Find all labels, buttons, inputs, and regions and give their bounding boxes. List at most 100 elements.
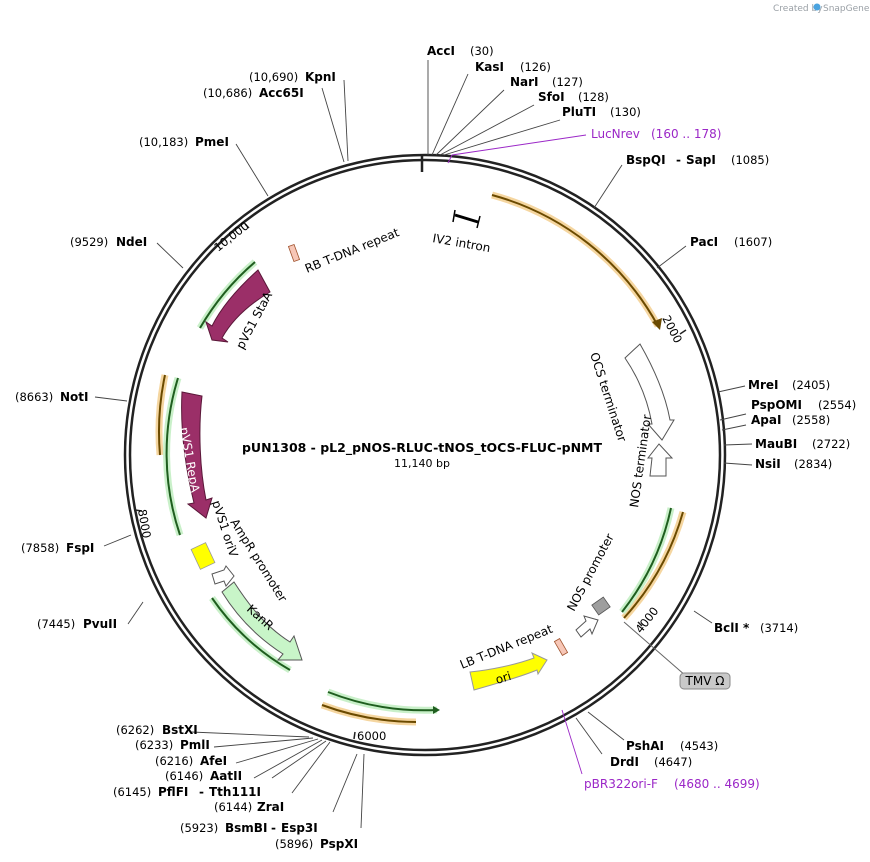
site-labels: AccI (30) KasI (126) NarI (127) SfoI (12… [15, 44, 856, 851]
tick-4000: 4000 [632, 604, 661, 636]
orf-kanr-green [211, 597, 291, 671]
site-zrai-name: ZraI [257, 800, 284, 814]
ocs-terminator-label: OCS terminator [587, 351, 629, 444]
site-bsmbi-sep: - [271, 821, 276, 835]
orf-repa-green [165, 377, 181, 536]
orf-rluc-orange [623, 511, 684, 619]
site-bsmbi-name: BsmBI [225, 821, 267, 835]
site-sfoI-name: SfoI [538, 90, 565, 104]
site-paci-name: PacI [690, 235, 718, 249]
site-bsmbi-pos: (5923) [180, 821, 218, 835]
site-maubi-pos: (2722) [812, 437, 850, 451]
site-fspi-pos: (7858) [21, 541, 59, 555]
site-fspi-name: FspI [66, 541, 94, 555]
site-pflfi-sep: - [199, 785, 204, 799]
site-esp3i-name: Esp3I [281, 821, 318, 835]
site-narI-pos: (127) [552, 75, 583, 89]
site-aatii-name: AatII [210, 769, 242, 783]
site-pmli-name: PmlI [180, 738, 210, 752]
site-tth111i-name: Tth111I [209, 785, 261, 799]
site-kasI-pos: (126) [520, 60, 551, 74]
site-mrei-pos: (2405) [792, 378, 830, 392]
plasmid-size: 11,140 bp [394, 457, 450, 470]
site-sapi-name: SapI [686, 153, 716, 167]
orf-kan-orange [321, 704, 417, 723]
site-bspqi-sep: - [676, 153, 681, 167]
site-zrai-pos: (6144) [214, 800, 252, 814]
site-pflfi-name: PflFI [158, 785, 188, 799]
site-pmli-pos: (6233) [135, 738, 173, 752]
site-bcli-pos: (3714) [760, 621, 798, 635]
site-sfoI-pos: (128) [578, 90, 609, 104]
orf-rluc-green [621, 507, 672, 613]
site-bcli-name: BclI * [714, 621, 750, 635]
site-afei-name: AfeI [200, 754, 227, 768]
nos-terminator-label: NOS terminator [627, 414, 654, 509]
tick-10000: 10,000 [211, 219, 251, 255]
rb-tdna-label: RB T-DNA repeat [303, 225, 402, 276]
iv2-intron-label: IV2 intron [431, 231, 491, 255]
site-kpni-pos: (10,690) [249, 70, 298, 84]
tick-8000: 8000 [135, 508, 154, 539]
primer-lucnrev-pos: (160 .. 178) [651, 127, 721, 141]
site-pflfi-pos: (6145) [113, 785, 151, 799]
site-pspxi-pos: (5896) [275, 837, 313, 851]
orf-arcs [155, 191, 687, 726]
site-maubi-name: MauBI [755, 437, 797, 451]
site-noti-name: NotI [60, 390, 89, 404]
site-pmei-name: PmeI [195, 135, 229, 149]
site-ndei-name: NdeI [116, 235, 147, 249]
tick-2000: 2000 [659, 313, 685, 345]
primer-pbr322ori-pos: (4680 .. 4699) [674, 777, 760, 791]
site-noti-pos: (8663) [15, 390, 53, 404]
tick-6000: 6000 [357, 729, 386, 743]
site-plutI-pos: (130) [610, 105, 641, 119]
watermark-prefix: Created by [773, 4, 823, 14]
site-drdi-pos: (4647) [654, 755, 692, 769]
site-acc65i-pos: (10,686) [203, 86, 252, 100]
tmv-omega-badge [679, 672, 731, 690]
site-afei-pos: (6216) [155, 754, 193, 768]
nos-promoter-label: NOS promoter [564, 531, 617, 613]
site-pmei-pos: (10,183) [139, 135, 188, 149]
watermark-brand: SnapGene [823, 4, 870, 14]
ori-label: ori [494, 669, 513, 687]
site-apai-name: ApaI [751, 413, 781, 427]
snapgene-logo-icon [813, 3, 821, 11]
site-accI-pos: (30) [470, 44, 494, 58]
orf-fluc [491, 194, 659, 327]
orf-repa-orange [158, 374, 166, 456]
site-pvuii-name: PvuII [83, 617, 117, 631]
primer-lucnrev-name: LucNrev [591, 127, 640, 141]
site-accI-name: AccI [427, 44, 455, 58]
site-pspxi-name: PspXI [320, 837, 358, 851]
site-pshai-pos: (4543) [680, 739, 718, 753]
site-pspomi-name: PspOMI [751, 398, 802, 412]
site-ndei-pos: (9529) [70, 235, 108, 249]
site-bspqi-pos: (1085) [731, 153, 769, 167]
site-acc65i-name: Acc65I [259, 86, 304, 100]
site-pvuii-pos: (7445) [37, 617, 75, 631]
site-drdi-name: DrdI [610, 755, 639, 769]
site-pspomi-pos: (2554) [818, 398, 856, 412]
site-plutI-name: PluTI [562, 105, 596, 119]
orf-fluc-glow [491, 191, 662, 328]
tmv-omega-label: TMV Ω [685, 674, 725, 688]
primer-pbr322ori-name: pBR322ori-F [584, 777, 658, 791]
site-nsii-name: NsiI [755, 457, 781, 471]
site-paci-pos: (1607) [734, 235, 772, 249]
site-bstxi-pos: (6262) [116, 723, 154, 737]
site-bstxi-name: BstXI [162, 723, 198, 737]
site-narI-name: NarI [510, 75, 539, 89]
site-apai-pos: (2558) [792, 413, 830, 427]
orf-kan-green [327, 691, 438, 712]
plasmid-name: pUN1308 - pL2_pNOS-RLUC-tNOS_tOCS-FLUC-p… [242, 440, 602, 456]
site-mrei-name: MreI [748, 378, 778, 392]
site-kpni-name: KpnI [305, 70, 336, 84]
site-nsii-pos: (2834) [794, 457, 832, 471]
site-pshai-name: PshAI [626, 739, 664, 753]
backbone-inner [128, 158, 722, 752]
site-kasI-name: KasI [475, 60, 504, 74]
site-leaders [94, 60, 753, 829]
